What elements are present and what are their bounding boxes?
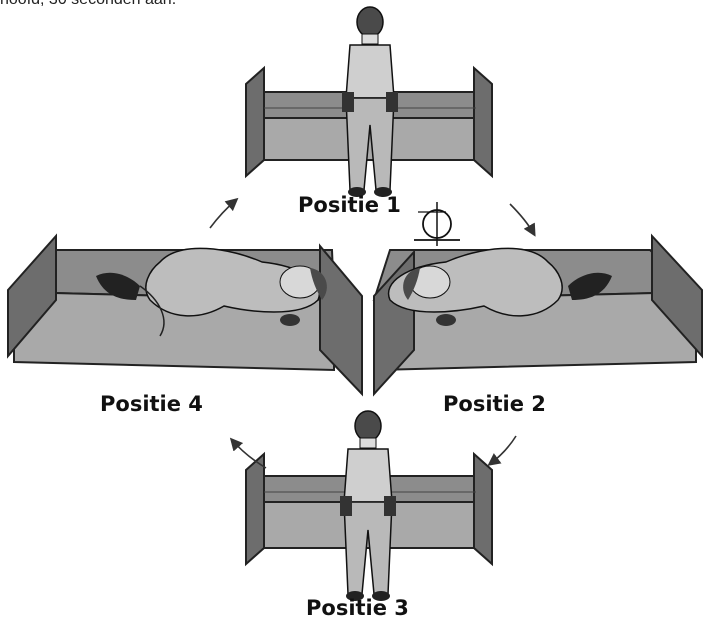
cycle-arrow-icon	[509, 203, 536, 237]
position-3-scene	[245, 410, 493, 601]
bed-icon	[245, 65, 493, 179]
cycle-arrow-icon	[487, 435, 517, 466]
cycle-arrow-icon	[209, 197, 239, 229]
cycle-arrow-icon	[229, 437, 267, 469]
head-position-symbol-icon	[414, 202, 460, 246]
standing-person-icon	[340, 410, 396, 601]
position-1-label: Positie 1	[298, 193, 401, 217]
position-4-scene	[7, 233, 363, 397]
lying-person-icon	[387, 247, 612, 326]
position-4-label: Positie 4	[100, 392, 203, 416]
position-2-label: Positie 2	[443, 392, 546, 416]
position-3-label: Positie 3	[306, 596, 409, 620]
lying-person-icon	[96, 247, 327, 337]
standing-person-icon	[342, 6, 398, 197]
position-2-scene	[372, 233, 703, 397]
position-1-scene	[245, 6, 493, 197]
intro-text: hoofd, 30 seconden aan.	[0, 0, 176, 9]
